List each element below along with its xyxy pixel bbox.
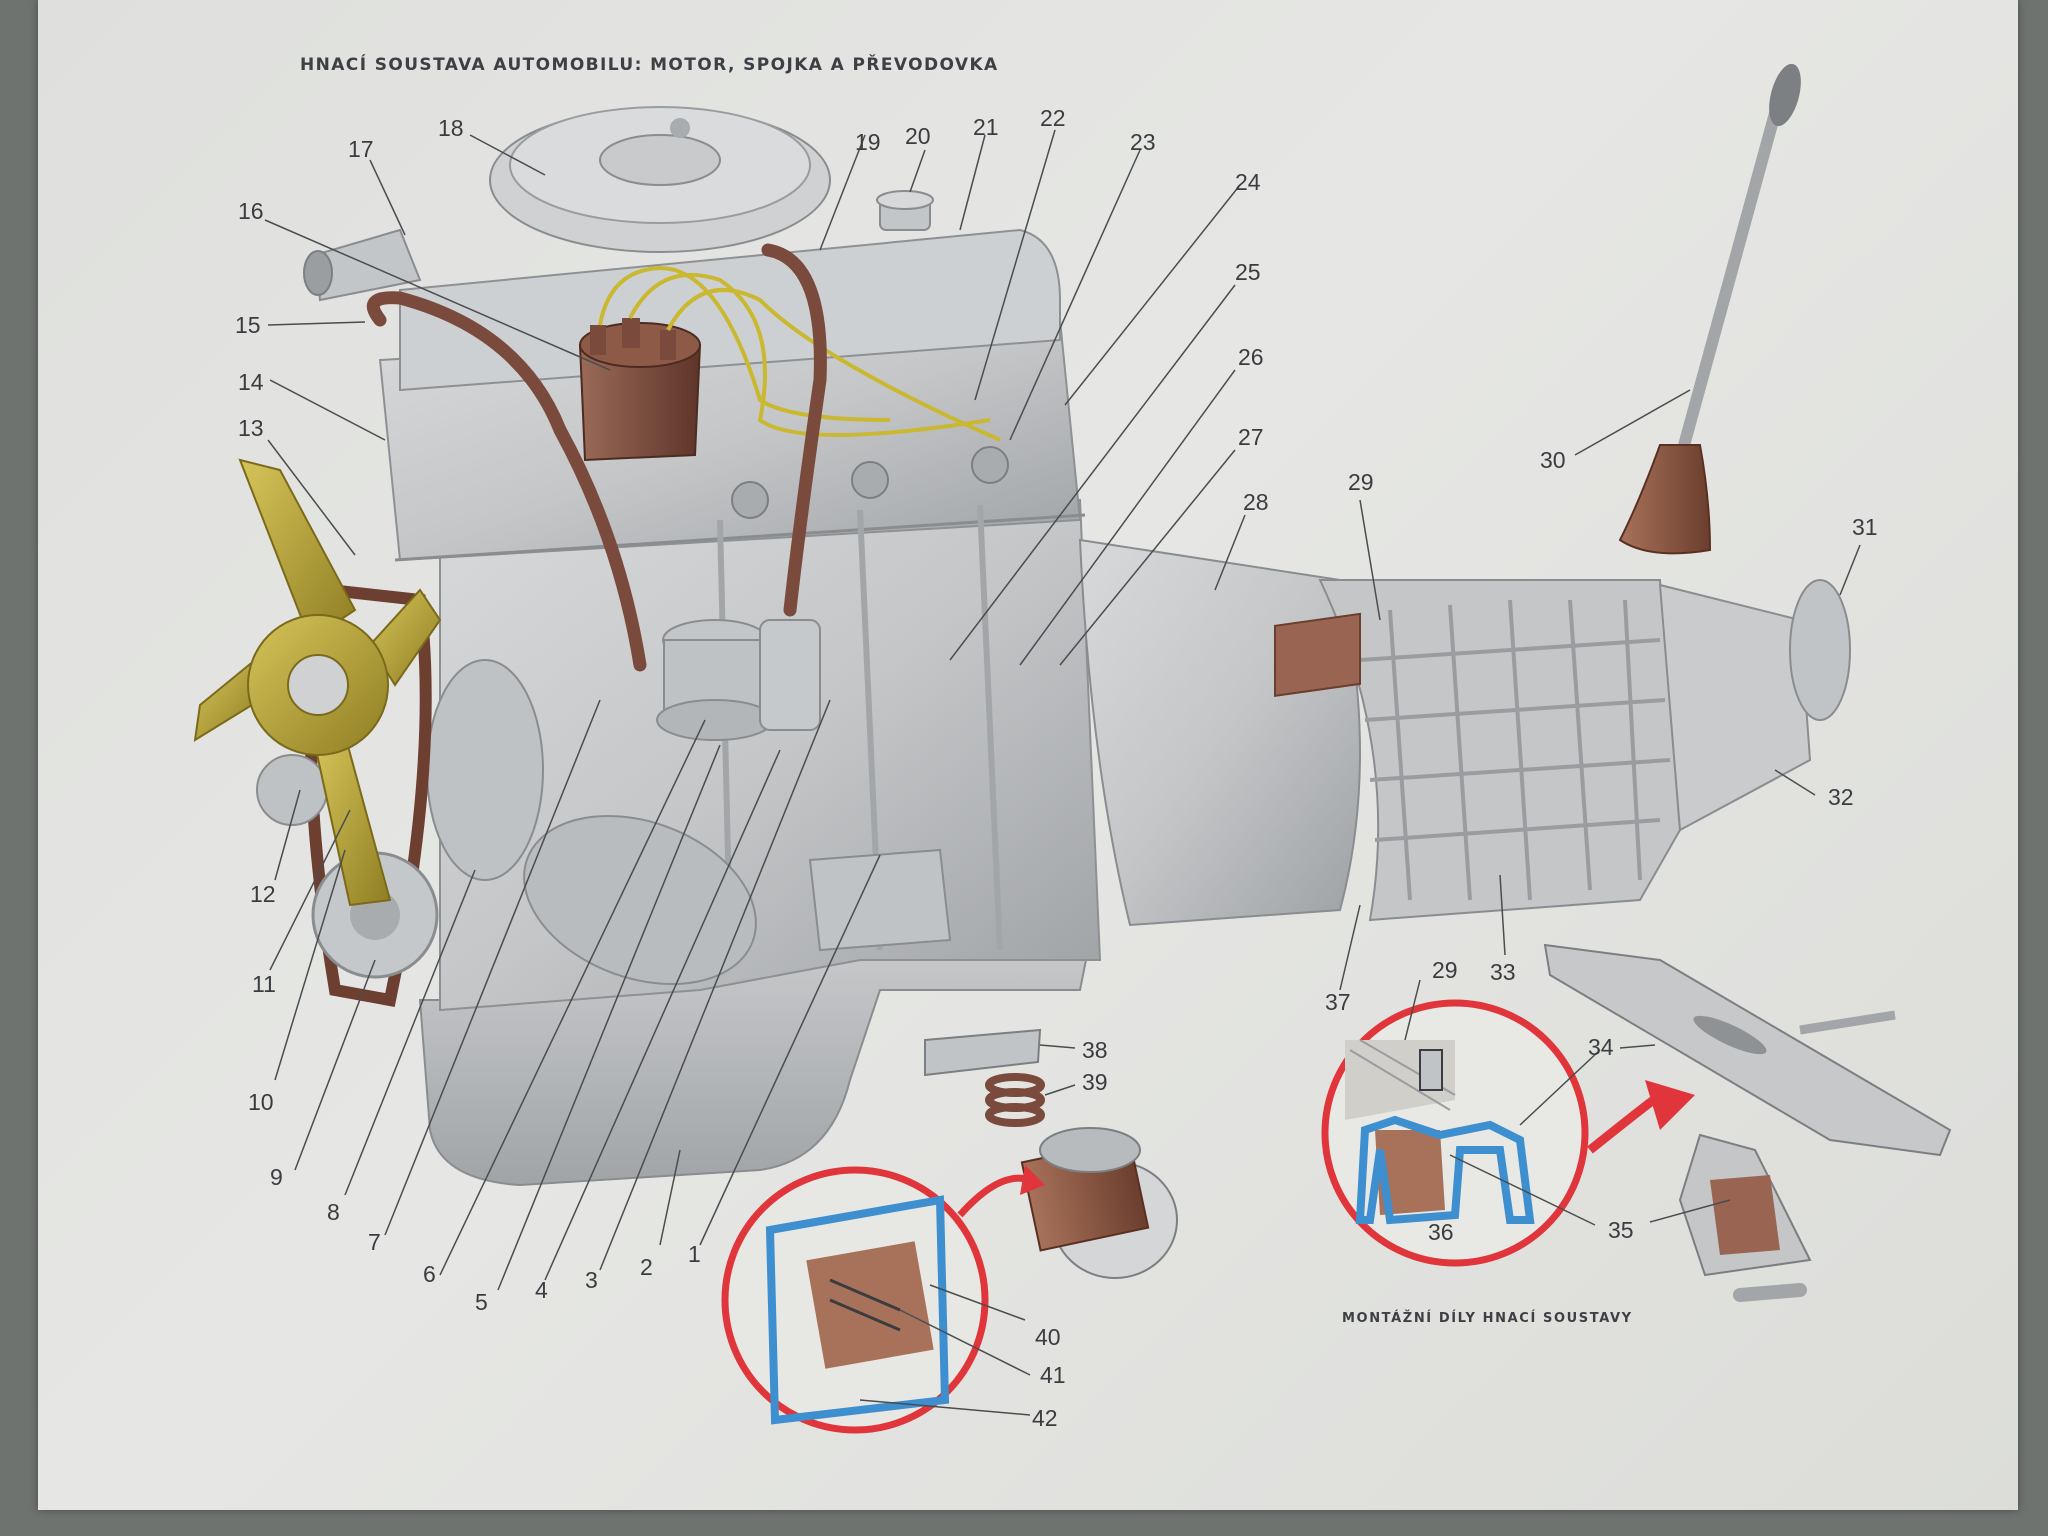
mounting-parts-caption: MONTÁŽNÍ DÍLY HNACÍ SOUSTAVY (1342, 1311, 1633, 1326)
callout-24: 24 (1235, 169, 1261, 195)
oil-filter (523, 814, 757, 986)
callout-6: 6 (423, 1261, 436, 1287)
output-flange (1789, 579, 1851, 721)
callout-8: 8 (327, 1199, 340, 1225)
callout-9: 9 (270, 1164, 283, 1190)
callout-labels: 1 2 3 4 5 6 7 8 9 10 11 12 13 14 15 16 1… (235, 105, 1878, 1431)
callout-5: 5 (475, 1289, 488, 1315)
callout-21: 21 (973, 114, 999, 140)
inspection-window (1274, 612, 1361, 697)
mount-plate-38 (924, 1028, 1042, 1077)
callout-25: 25 (1235, 259, 1261, 285)
ignition-wires (598, 265, 1001, 442)
rubber-mount-40 (1020, 1127, 1178, 1279)
alternator-pulley (256, 754, 328, 826)
callout-23: 23 (1130, 129, 1156, 155)
callout-11: 11 (252, 971, 276, 997)
callout-42: 42 (1032, 1405, 1058, 1431)
callout-13: 13 (238, 415, 264, 441)
mount-spring-39 (985, 1073, 1045, 1127)
oil-pan (418, 939, 1092, 1187)
callout-22: 22 (1040, 105, 1066, 131)
callout-39: 39 (1082, 1069, 1108, 1095)
spark-plugs (731, 446, 1009, 519)
gearbox-tailshaft (1658, 583, 1812, 832)
distributor (578, 318, 702, 462)
callout-37: 37 (1325, 989, 1351, 1015)
callout-10: 10 (248, 1089, 274, 1115)
detail-circle-gearbox-mount (1321, 999, 1695, 1267)
bracket-35 (1678, 1133, 1812, 1277)
callout-40: 40 (1035, 1324, 1061, 1350)
page-title: HNACÍ SOUSTAVA AUTOMOBILU: MOTOR, SPOJKA… (300, 55, 999, 75)
callout-32: 32 (1828, 784, 1854, 810)
callout-27: 27 (1238, 424, 1264, 450)
callout-1: 1 (688, 1241, 701, 1267)
gearbox (1078, 538, 1851, 927)
callout-34: 34 (1588, 1034, 1614, 1060)
callout-28: 28 (1243, 489, 1269, 515)
callout-38: 38 (1082, 1037, 1108, 1063)
mounting-parts (924, 943, 1952, 1302)
coolant-hoses (366, 243, 827, 672)
callout-30: 30 (1540, 447, 1566, 473)
callout-3: 3 (585, 1267, 598, 1293)
callout-17: 17 (348, 136, 374, 162)
callout-4: 4 (535, 1277, 548, 1303)
callout-29: 29 (1348, 469, 1374, 495)
callout-7: 7 (368, 1229, 381, 1255)
callout-2: 2 (640, 1254, 653, 1280)
callout-35: 35 (1608, 1217, 1634, 1243)
callout-18: 18 (438, 115, 464, 141)
cooling-fan (193, 458, 442, 907)
callout-31: 31 (1852, 514, 1878, 540)
callout-20: 20 (905, 123, 931, 149)
callout-33: 33 (1490, 959, 1516, 985)
callout-29-detail: 29 (1432, 957, 1458, 983)
callout-19: 19 (855, 129, 881, 155)
callout-26: 26 (1238, 344, 1264, 370)
gear-shift-lever (1618, 63, 1801, 555)
callout-leader-lines (264, 129, 1861, 1416)
callout-12: 12 (250, 881, 276, 907)
callout-16: 16 (238, 198, 264, 224)
detail-circle-engine-mount (721, 1165, 1045, 1434)
callout-14: 14 (238, 369, 264, 395)
clutch-housing (1078, 538, 1361, 927)
callout-41: 41 (1040, 1362, 1066, 1388)
timing-cover (426, 659, 544, 881)
shift-boot (1618, 444, 1712, 555)
callout-15: 15 (235, 312, 261, 338)
oil-filler-cap (876, 190, 934, 231)
fuel-pump (656, 619, 821, 741)
callout-36: 36 (1428, 1219, 1454, 1245)
